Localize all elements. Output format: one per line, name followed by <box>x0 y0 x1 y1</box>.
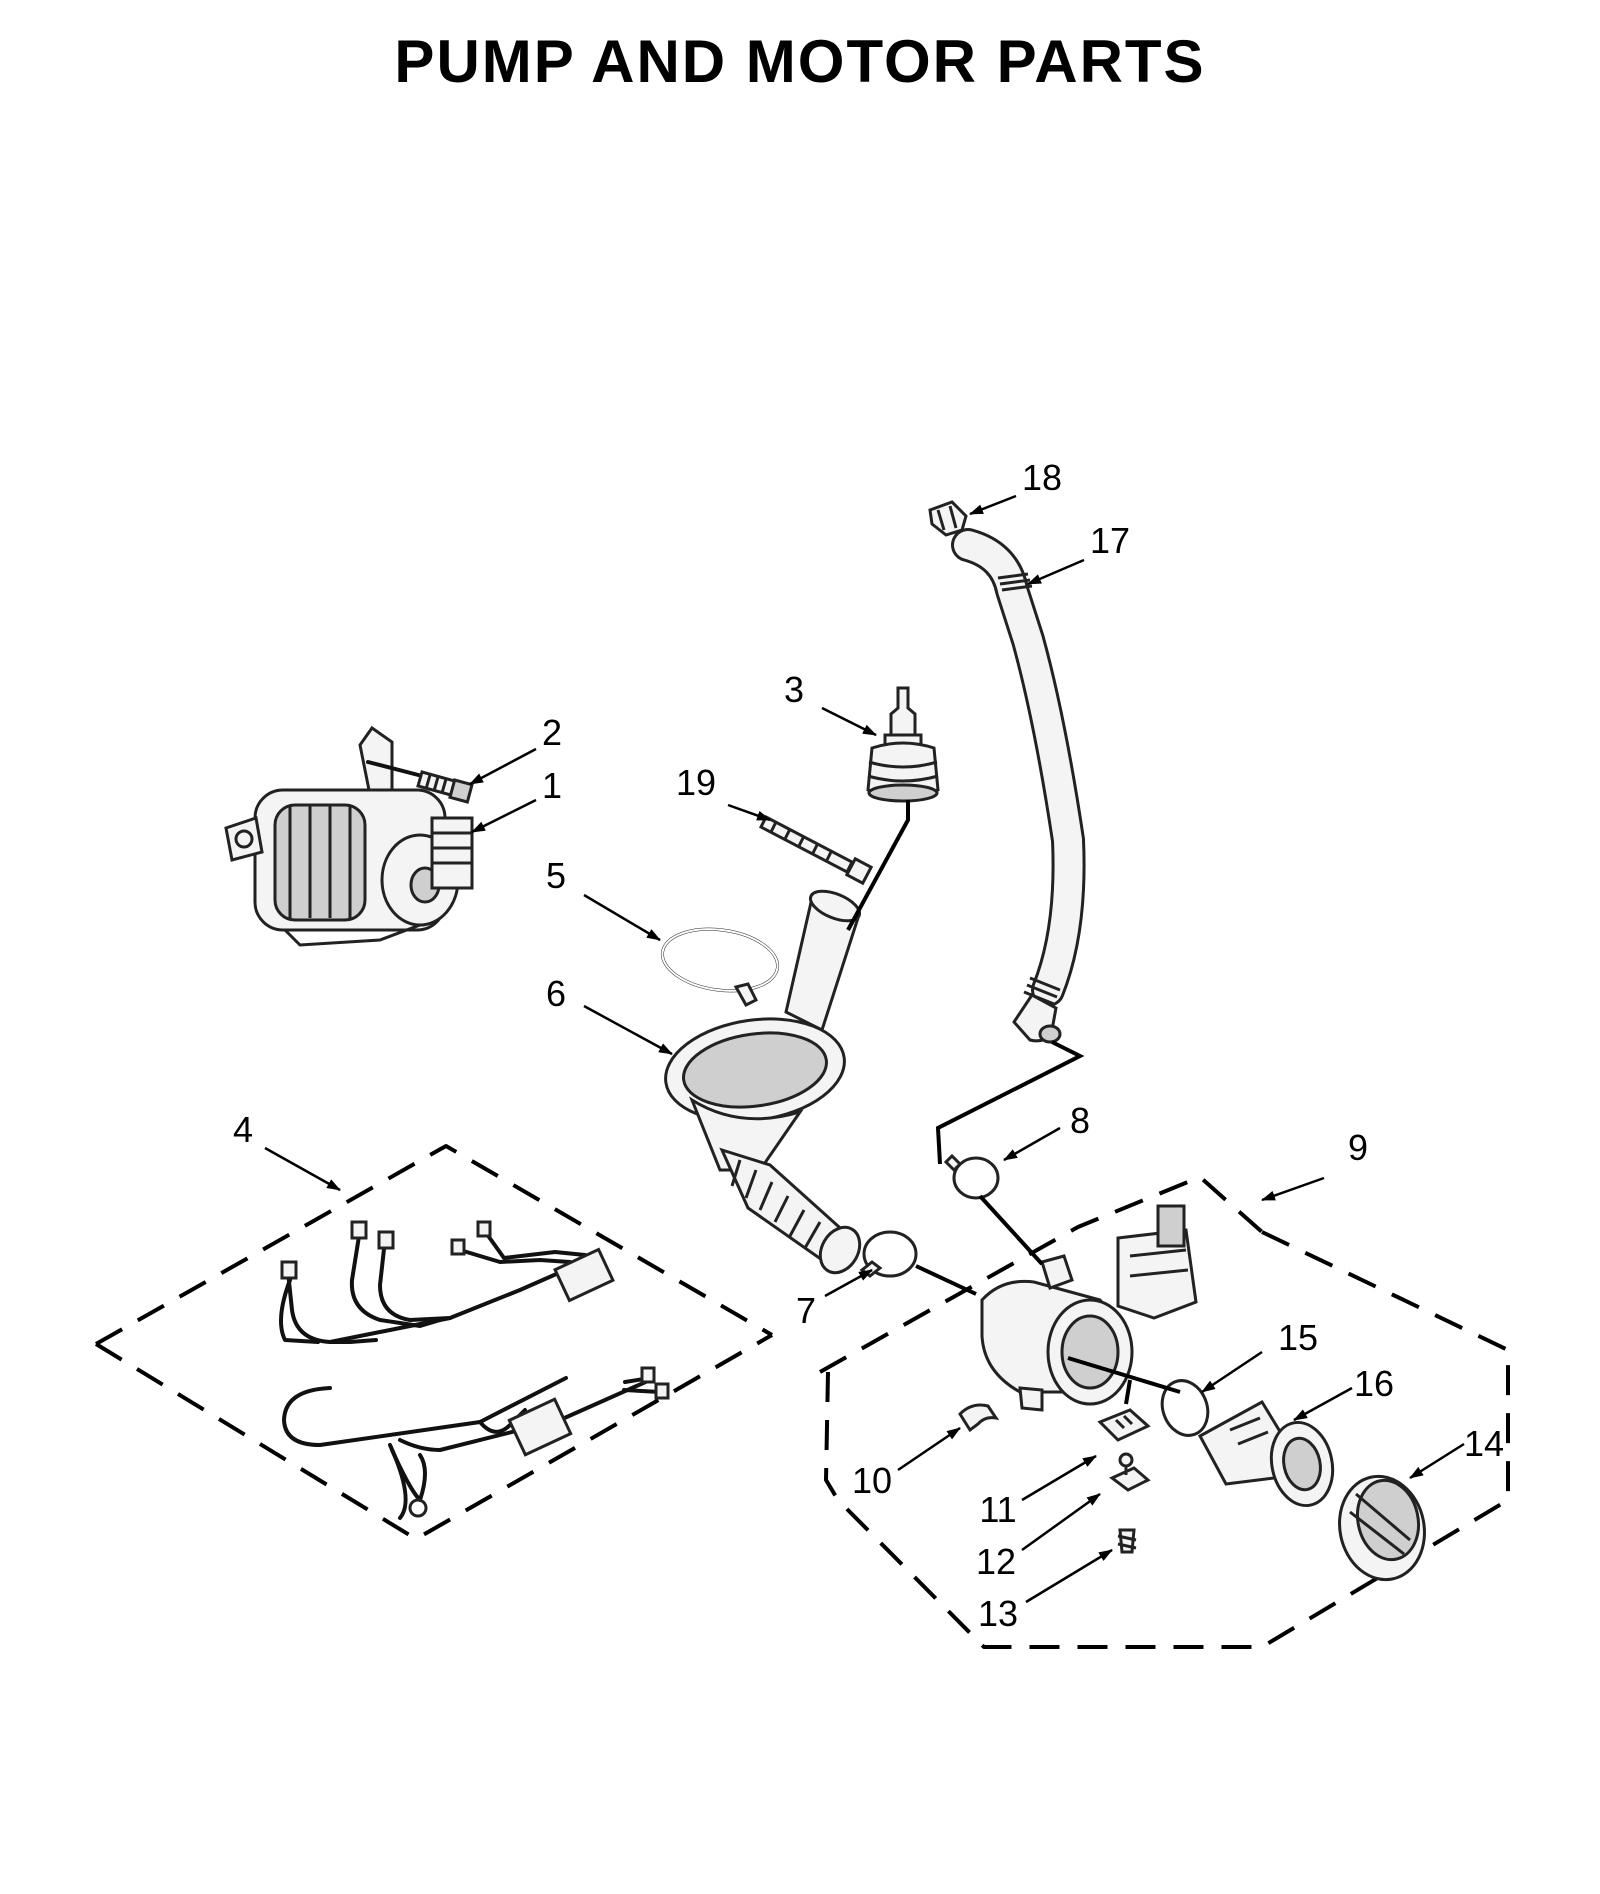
callout-18: 18 <box>1022 457 1062 498</box>
drain-pump-assembly-part <box>819 1175 1510 1649</box>
callout-12: 12 <box>976 1541 1016 1582</box>
callout-16: 16 <box>1354 1363 1394 1404</box>
callout-6: 6 <box>546 973 566 1014</box>
callout-8: 8 <box>1070 1100 1090 1141</box>
callout-4: 4 <box>233 1109 253 1150</box>
callout-17: 17 <box>1090 520 1130 561</box>
motor-part <box>224 725 474 947</box>
callout-2: 2 <box>542 712 562 753</box>
callout-9: 9 <box>1348 1127 1368 1168</box>
callout-7: 7 <box>796 1290 816 1331</box>
clamp-ring-8-part <box>943 1153 1000 1200</box>
callout-10: 10 <box>852 1460 892 1501</box>
callout-19: 19 <box>676 762 716 803</box>
connector-lines <box>846 800 1181 1405</box>
pressure-chamber-part <box>866 686 940 803</box>
callout-13: 13 <box>978 1593 1018 1634</box>
wire-harness-part <box>94 1144 774 1541</box>
cable-tie-part <box>758 814 874 886</box>
tub-to-pump-hose-part <box>664 889 862 1275</box>
page-title: PUMP AND MOTOR PARTS <box>394 28 1205 95</box>
drain-hose-part <box>951 528 1086 1044</box>
callout-14: 14 <box>1464 1423 1504 1464</box>
callout-15: 15 <box>1278 1317 1318 1358</box>
clamp-ring-7-part <box>859 1230 918 1278</box>
hose-clamp-part <box>660 927 780 1007</box>
callout-numbers: 1 2 3 4 5 6 7 8 9 10 11 12 13 14 15 16 1… <box>233 457 1504 1634</box>
callout-11: 11 <box>979 1489 1016 1530</box>
hose-clip-part <box>928 500 968 537</box>
leader-arrows <box>264 494 1465 1604</box>
callout-1: 1 <box>542 765 562 806</box>
callout-3: 3 <box>784 669 804 710</box>
bolt-part <box>366 760 474 804</box>
callout-5: 5 <box>546 855 566 896</box>
